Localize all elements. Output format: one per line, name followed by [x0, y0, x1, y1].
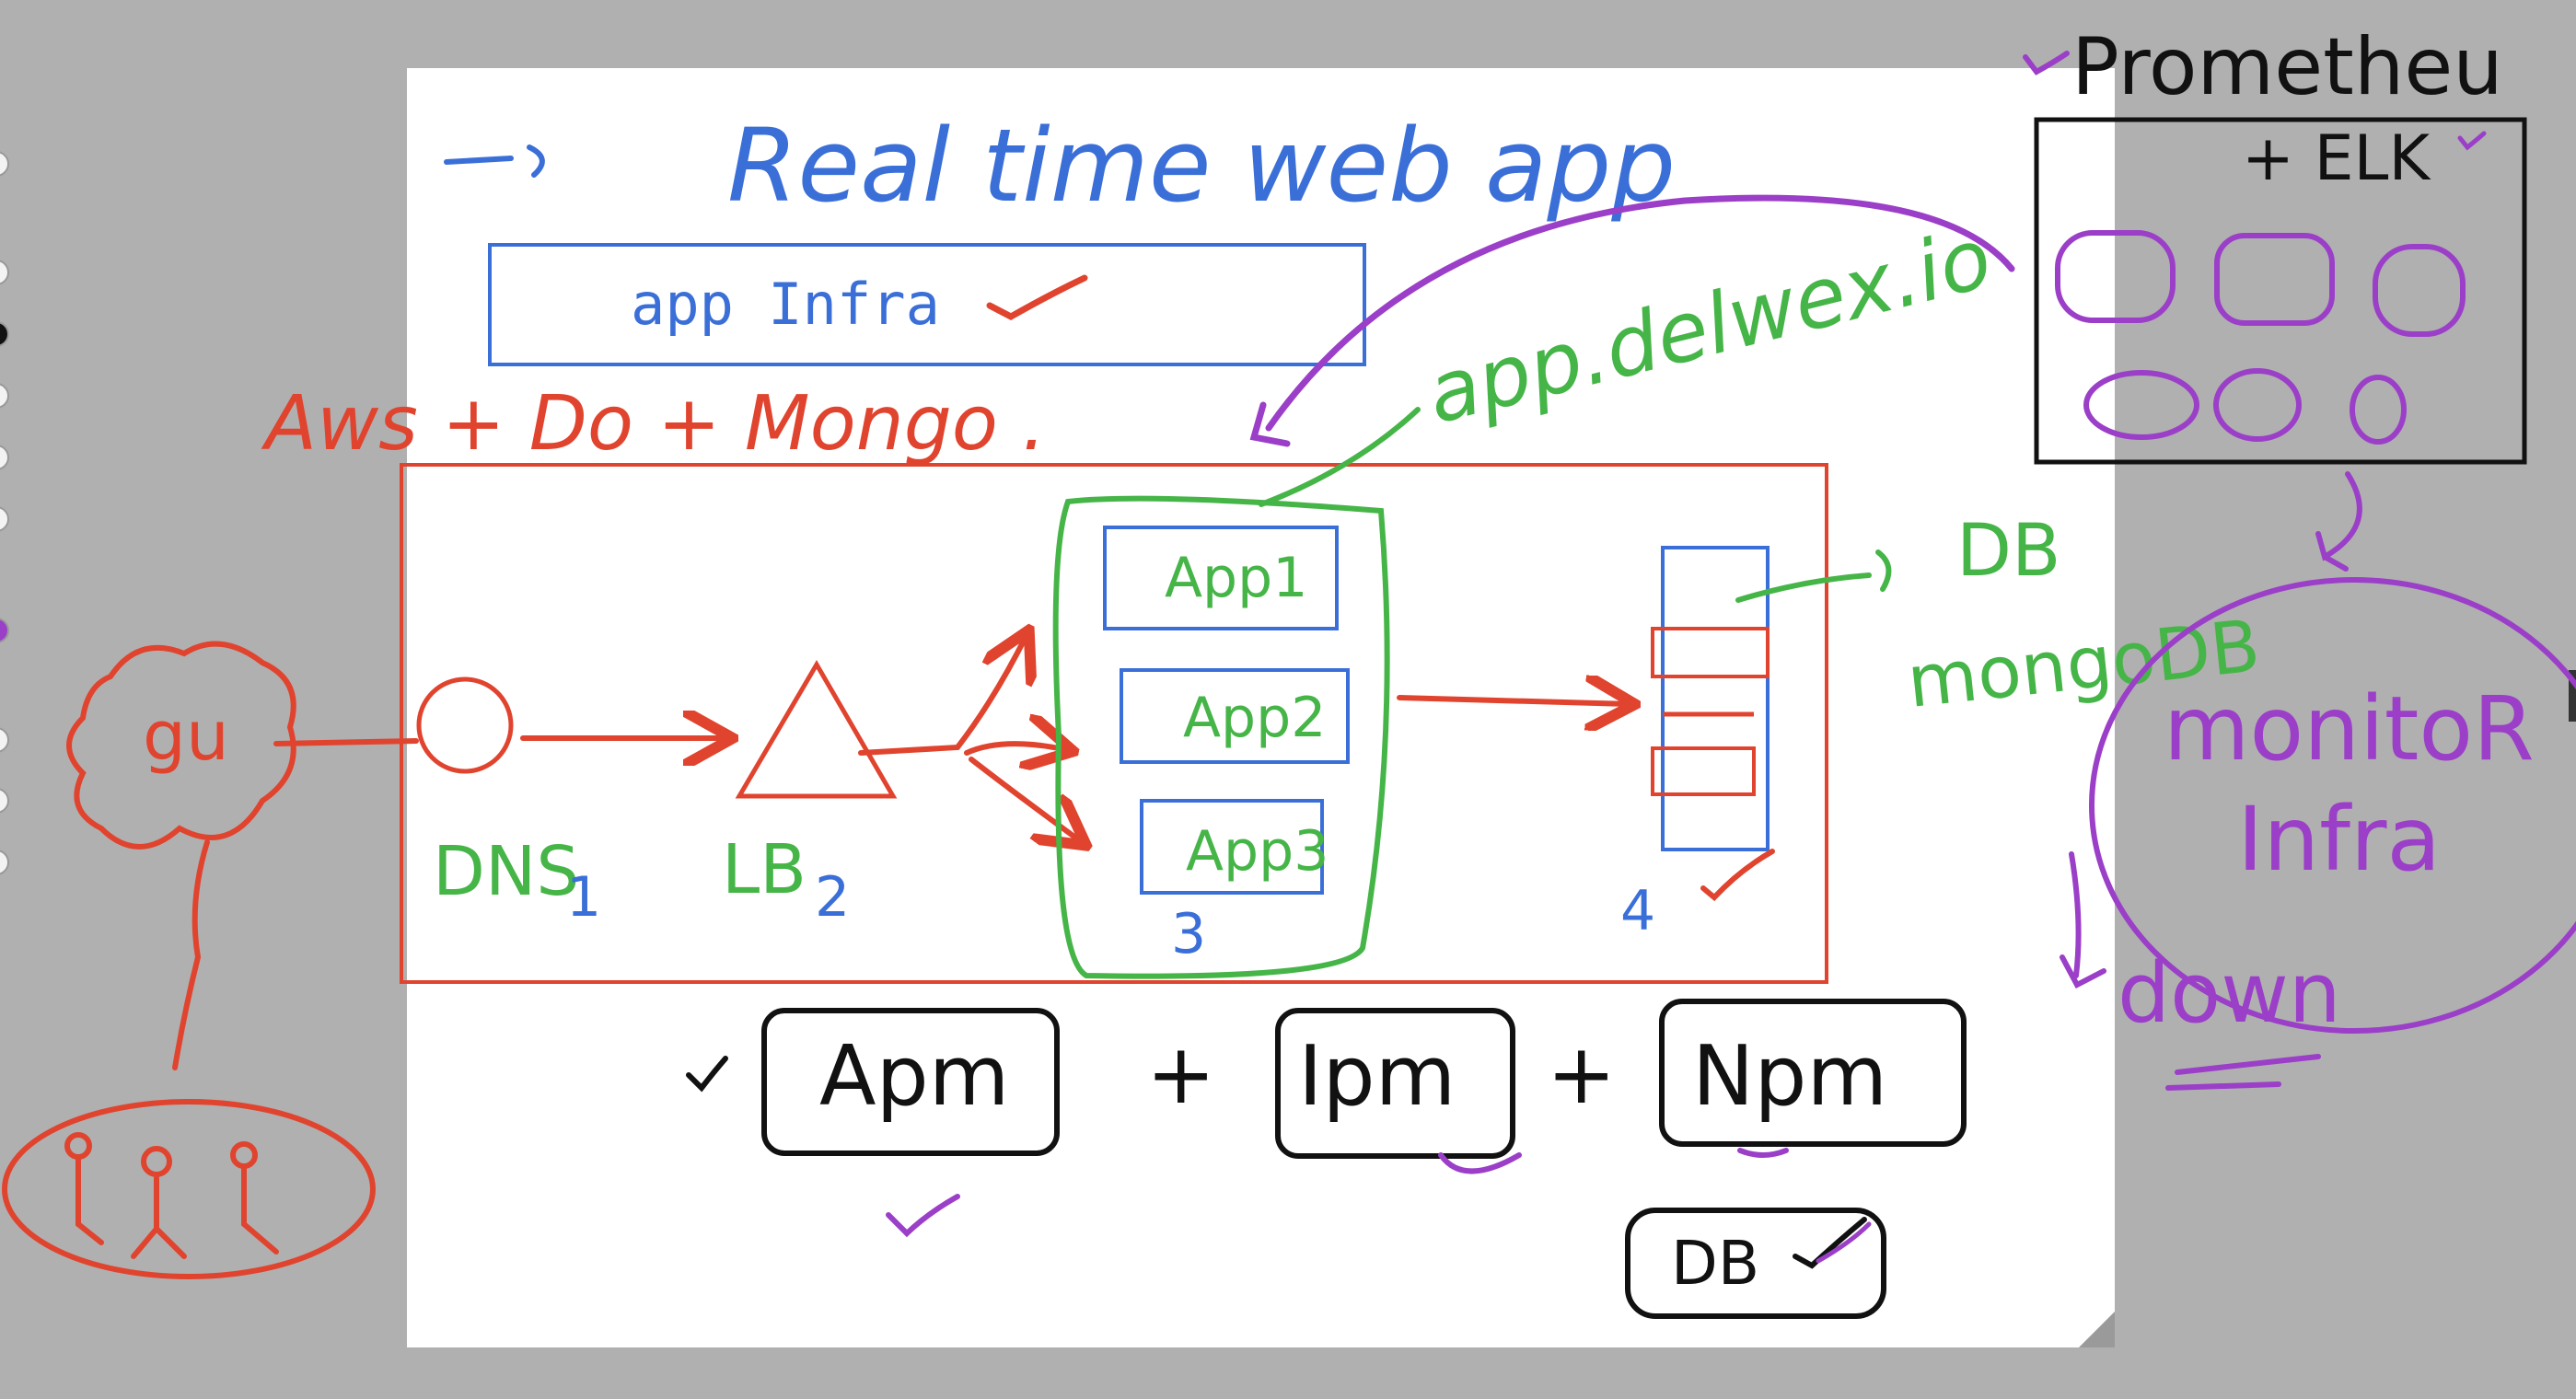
db-box	[1625, 1208, 1886, 1319]
checkmark-icon	[1700, 849, 1775, 902]
down-arrow	[2060, 851, 2106, 989]
down-underline	[2165, 1054, 2321, 1091]
npm-label: Npm	[1692, 1028, 1887, 1125]
elk-addon-label: + ELK	[2242, 122, 2431, 195]
elk-node	[2373, 244, 2466, 337]
db-stack-shard	[1651, 627, 1770, 678]
arrow-icon	[1249, 401, 1291, 447]
checkmark-icon	[2023, 51, 2070, 75]
lb-to-app2-arrow	[964, 744, 1068, 753]
lb-to-app1-arrow	[858, 635, 1027, 756]
elk-node	[2055, 230, 2176, 323]
elk-node	[2213, 368, 2302, 442]
infra-label: Infra	[2237, 788, 2441, 891]
checkmark-icon	[1793, 1217, 1867, 1269]
app-infra-label: app Infra	[631, 271, 940, 338]
checkmark-icon	[686, 1056, 728, 1093]
ipm-label: Ipm	[1298, 1028, 1456, 1125]
ipm-box	[1275, 1008, 1515, 1159]
app-infra-box	[488, 243, 1366, 366]
client-label: gu	[143, 697, 229, 776]
dns-label: DNS	[433, 832, 579, 911]
app3-label: App3	[1186, 819, 1329, 884]
page-title: Real time web app	[727, 107, 1676, 225]
arrow-icon	[444, 145, 545, 178]
circle-icon	[416, 676, 514, 774]
apps-number: 3	[1171, 902, 1206, 966]
elk-node	[2214, 233, 2335, 326]
down-label: down	[2118, 945, 2341, 1042]
elk-node	[2083, 370, 2199, 440]
lb-label: LB	[722, 830, 806, 909]
color-swatch[interactable]	[0, 850, 9, 875]
lb-number: 2	[815, 865, 850, 930]
npm-box	[1659, 999, 1967, 1147]
db-label-connector	[1735, 549, 1892, 603]
user-icon	[131, 1146, 187, 1259]
lb-to-app3-arrow	[969, 757, 1082, 842]
user-icon	[230, 1141, 279, 1254]
checkmark-icon	[1438, 1152, 1522, 1174]
users-group	[2, 1099, 376, 1279]
app1-label: App1	[1165, 546, 1307, 610]
right-edge-handle[interactable]	[2569, 670, 2576, 722]
app1-box	[1103, 526, 1339, 630]
color-swatch[interactable]	[0, 727, 9, 753]
checkmark-accent	[1816, 1221, 1872, 1264]
db-label: DB	[1956, 510, 2061, 593]
app2-box	[1120, 668, 1350, 764]
cloud-to-users-line	[172, 839, 210, 1070]
elk-node	[2350, 375, 2407, 445]
domain-connector-line	[1259, 407, 1421, 507]
elk-to-monitor-arrow	[2315, 471, 2362, 572]
color-swatch[interactable]	[0, 321, 9, 347]
checkmark-icon	[886, 1194, 960, 1238]
cloud-icon	[66, 641, 296, 850]
providers-label: Aws + Do + Mongo .	[261, 380, 1046, 468]
checkmark-icon	[986, 274, 1088, 320]
apm-label: Apm	[819, 1028, 1009, 1125]
color-swatch-column[interactable]	[0, 151, 9, 875]
color-swatch[interactable]	[0, 618, 9, 643]
apps-to-db-arrow	[1397, 698, 1630, 704]
client-to-dns-line	[273, 738, 419, 746]
color-swatch[interactable]	[0, 260, 9, 285]
page-corner-icon	[2079, 1312, 2115, 1347]
db-stack-shard	[1651, 746, 1756, 796]
color-swatch[interactable]	[0, 151, 9, 177]
color-swatch[interactable]	[0, 383, 9, 409]
elk-node-group	[2055, 230, 2466, 445]
apm-box	[761, 1008, 1060, 1156]
color-swatch[interactable]	[0, 788, 9, 814]
npm-underline	[1737, 1148, 1789, 1158]
elk-box	[2034, 117, 2527, 465]
user-icon	[64, 1132, 104, 1245]
dns-number: 1	[566, 865, 601, 930]
monitor-infra-circle	[2089, 577, 2576, 1034]
color-swatch[interactable]	[0, 445, 9, 470]
infra-boundary-box	[400, 463, 1828, 984]
monitoring-tool-label: Prometheu	[2071, 21, 2503, 113]
monitor-label: monitoR	[2164, 677, 2535, 780]
db-box-label: DB	[1671, 1228, 1759, 1299]
monitoring-arrow	[1265, 194, 2015, 432]
checkmark-icon	[2457, 131, 2487, 151]
triangle-icon	[735, 660, 898, 799]
app2-label: App2	[1183, 686, 1326, 750]
plus-separator: +	[1146, 1026, 1215, 1123]
whiteboard-page	[407, 68, 2115, 1347]
color-swatch[interactable]	[0, 506, 9, 532]
app-cluster-boundary	[1052, 495, 1390, 979]
db-stack-number: 4	[1620, 879, 1655, 943]
plus-separator: +	[1547, 1026, 1616, 1123]
db-stack-box	[1661, 546, 1770, 851]
app3-box	[1140, 799, 1324, 895]
